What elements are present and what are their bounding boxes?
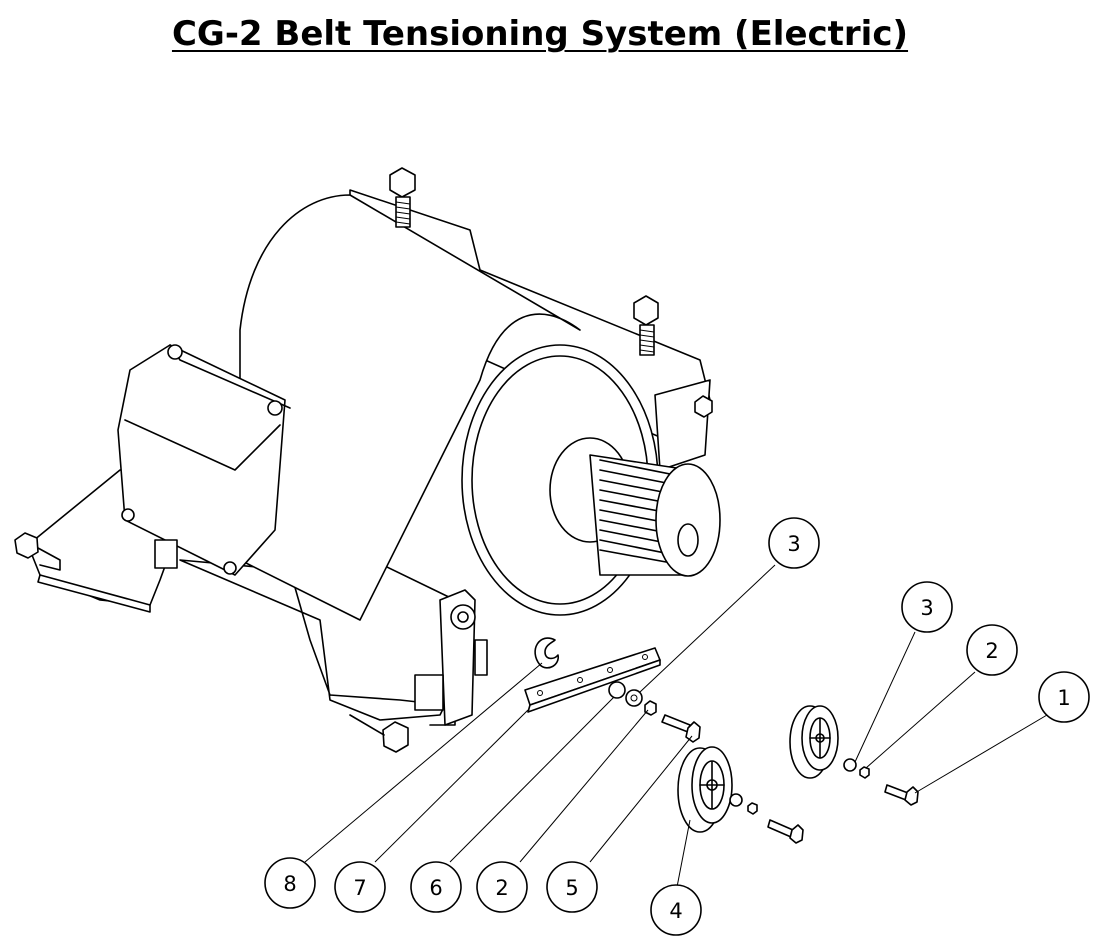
leader-lines — [304, 564, 1048, 888]
part-8-clip — [534, 637, 559, 669]
motor-pulley — [589, 454, 721, 577]
electric-motor — [239, 194, 721, 621]
callout-label: 8 — [283, 872, 296, 896]
callout-balloon: 2 — [966, 624, 1018, 676]
base-bolt-left — [14, 532, 61, 571]
side-bolt-right — [694, 395, 713, 418]
callout-label: 4 — [669, 899, 682, 923]
callout-balloon: 5 — [546, 861, 598, 913]
callout-label: 7 — [353, 876, 366, 900]
part-4-idler-pulley — [677, 746, 733, 833]
callout-balloon: 2 — [476, 861, 528, 913]
front-nut — [747, 802, 758, 815]
callout-label: 5 — [565, 876, 578, 900]
front-bolt — [767, 819, 804, 844]
tension-bracket-upright — [414, 589, 488, 726]
part-6-spacer — [608, 681, 626, 699]
rear-idler-pulley — [789, 705, 839, 779]
callout-balloon: 8 — [264, 857, 316, 909]
callout-label: 3 — [787, 532, 800, 556]
callout-label: 1 — [1057, 686, 1070, 710]
callout-label: 2 — [985, 639, 998, 663]
callout-balloon: 1 — [1038, 671, 1090, 723]
motor-junction-box — [117, 344, 291, 576]
rear-washer — [843, 758, 857, 772]
callout-label: 2 — [495, 876, 508, 900]
part-7-flat-bar — [524, 647, 661, 713]
callout-balloon: 3 — [768, 517, 820, 569]
callout-balloon: 7 — [334, 861, 386, 913]
rear-nut — [859, 766, 870, 779]
top-bolt-left — [389, 167, 416, 228]
part-3-washer — [625, 689, 643, 707]
callout-balloon: 6 — [410, 861, 462, 913]
part-2-nut — [644, 700, 657, 716]
part-1-bolt — [884, 784, 919, 806]
callout-label: 3 — [920, 596, 933, 620]
base-bolt-bottom — [349, 714, 409, 753]
callout-label: 6 — [429, 876, 442, 900]
part-5-bolt — [661, 714, 701, 743]
front-washer — [729, 793, 743, 807]
page-title: CG-2 Belt Tensioning System (Electric) — [171, 14, 909, 54]
callout-balloon: 3 — [901, 581, 953, 633]
top-bolt-right — [633, 295, 659, 356]
callout-balloon: 4 — [650, 884, 702, 936]
